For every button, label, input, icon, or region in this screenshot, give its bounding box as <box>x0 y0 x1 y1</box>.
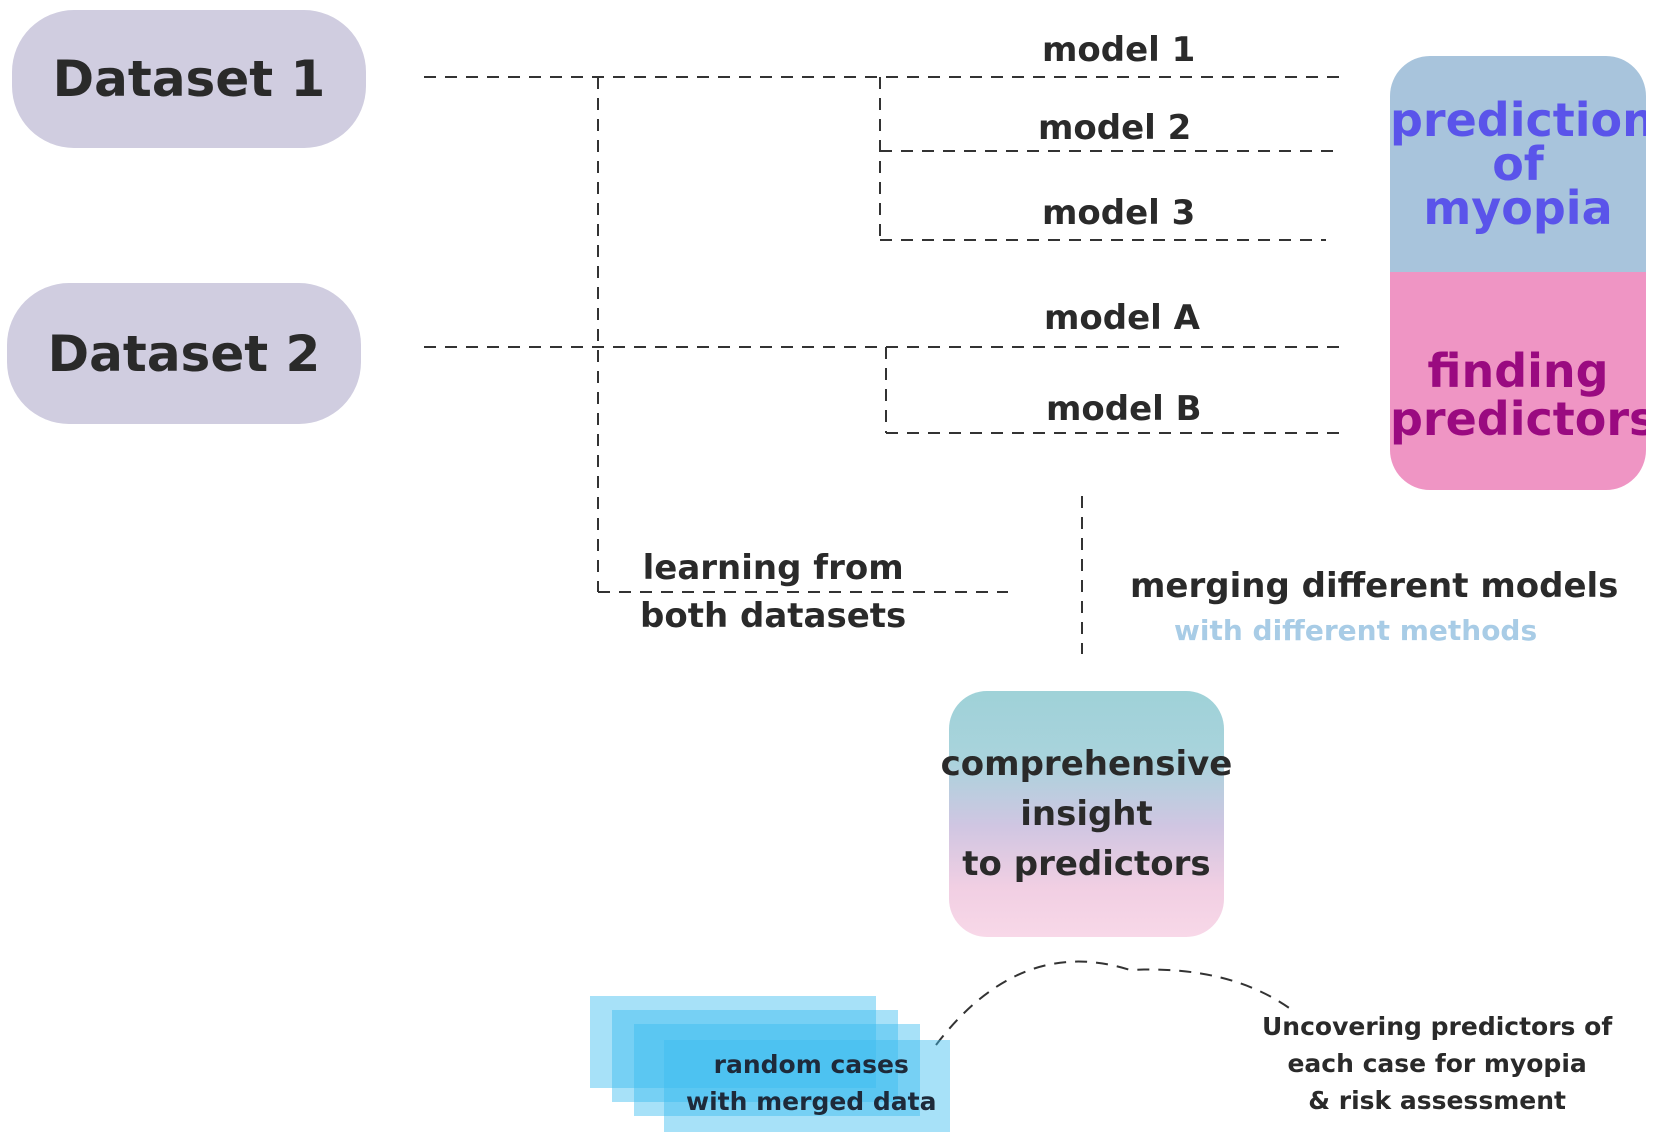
model-2-label: model 2 <box>1038 108 1192 148</box>
model-3-label: model 3 <box>1042 193 1196 233</box>
outcome-pill: prediction of myopia finding predictors <box>1390 56 1646 490</box>
model-A-label: model A <box>1044 298 1200 338</box>
cases-line-2: with merged data <box>686 1087 937 1116</box>
case-card-middle-2 <box>634 1024 920 1116</box>
cases-line-1: random cases <box>713 1050 909 1079</box>
dataset-1-label: Dataset 1 <box>52 50 326 108</box>
prediction-of-myopia-node: prediction of myopia <box>1390 56 1646 272</box>
case-card-middle-1 <box>612 1010 898 1102</box>
uncover-line-2: each case for myopia <box>1287 1049 1587 1078</box>
case-card-front <box>664 1040 950 1132</box>
finding-line-2: predictors <box>1390 392 1646 446</box>
model-B-label: model B <box>1046 389 1202 429</box>
uncover-line-3: & risk assessment <box>1308 1086 1566 1115</box>
prediction-line-3: myopia <box>1423 181 1613 235</box>
uncover-line-1: Uncovering predictors of <box>1262 1012 1613 1041</box>
prediction-line-2: of <box>1492 137 1544 191</box>
case-card-back <box>590 996 876 1088</box>
dataset-2-label: Dataset 2 <box>47 324 321 383</box>
finding-predictors-node: finding predictors <box>1390 272 1646 490</box>
insight-line-1: comprehensive <box>940 744 1233 784</box>
merging-label: merging different models <box>1130 566 1619 606</box>
cases-label: random cases with merged data <box>686 1046 937 1120</box>
cases-arc-line <box>935 960 1293 1046</box>
methods-label: with different methods <box>1174 614 1538 647</box>
comprehensive-insight-node: comprehensive insight to predictors <box>941 691 1232 937</box>
learning-label: learning from both datasets <box>640 544 906 640</box>
uncovering-label: Uncovering predictors of each case for m… <box>1262 1008 1612 1119</box>
prediction-line-1: prediction <box>1390 93 1646 147</box>
insight-line-3: to predictors <box>962 844 1211 884</box>
learning-line-1: learning from <box>642 548 904 588</box>
model-1-label: model 1 <box>1042 30 1196 70</box>
finding-line-1: finding <box>1427 344 1609 398</box>
case-stack <box>590 996 950 1132</box>
dataset-2-node: Dataset 2 <box>7 283 361 424</box>
dataset-1-node: Dataset 1 <box>12 10 366 148</box>
learning-line-2: both datasets <box>640 596 907 636</box>
insight-line-2: insight <box>1020 794 1153 834</box>
